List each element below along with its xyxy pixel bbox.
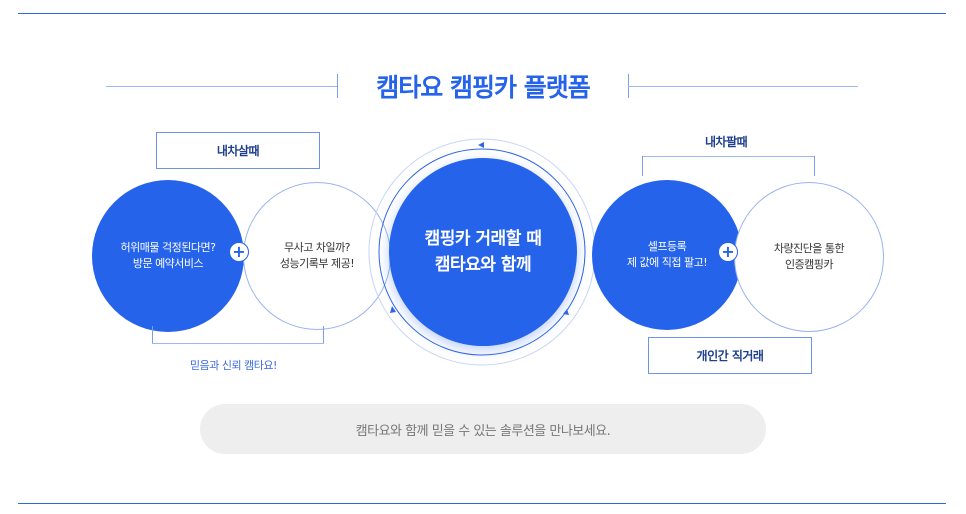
buy-label-box: 내차살때	[156, 132, 320, 169]
ring-arrow-left	[390, 306, 396, 313]
ring-arrow-top	[478, 142, 484, 148]
certified-line1: 차량진단을 통한	[773, 242, 845, 255]
bottom-divider	[18, 503, 946, 504]
center-circle: 캠핑카 거래할 때 캠타요와 함께	[389, 158, 577, 346]
self-register-line2: 제 값에 직접 팔고!	[626, 256, 708, 269]
center-line2: 캠타요와 함께	[434, 255, 532, 275]
no-accident-line1: 무사고 차일까?	[283, 241, 351, 254]
direct-trade-label: 개인간 직거래	[696, 349, 764, 363]
plus-icon-right: +	[718, 242, 738, 262]
no-accident-line2: 성능기록부 제공!	[279, 257, 355, 270]
fake-listing-circle: 허위매물 걱정된다면? 방문 예약서비스	[92, 180, 244, 332]
ring-arrow-right	[563, 309, 569, 315]
plus-icon-left: +	[229, 242, 249, 262]
trust-caption: 믿음과 신뢰 캠타요!	[190, 359, 277, 372]
title-right-line	[628, 86, 858, 87]
sell-bracket-top	[642, 156, 815, 157]
solution-banner: 캠타요와 함께 믿을 수 있는 솔루션을 만나보세요.	[200, 404, 766, 454]
page-title: 캠타요 캠핑카 플랫폼	[376, 73, 590, 102]
sell-label: 내차팔때	[705, 135, 748, 149]
fake-listing-line1: 허위매물 걱정된다면?	[120, 241, 216, 254]
buy-label: 내차살때	[216, 144, 260, 158]
certified-circle: 차량진단을 통한 인증캠핑카	[734, 182, 884, 332]
solution-banner-text: 캠타요와 함께 믿을 수 있는 솔루션을 만나보세요.	[355, 423, 611, 439]
buy-bracket-right	[323, 326, 324, 344]
no-accident-circle: 무사고 차일까? 성능기록부 제공!	[243, 182, 391, 330]
buy-bracket-left	[152, 326, 153, 344]
sell-bracket-right	[814, 156, 815, 176]
center-line1: 캠핑카 거래할 때	[424, 229, 542, 249]
sell-bracket-left	[642, 156, 643, 176]
fake-listing-line2: 방문 예약서비스	[132, 257, 204, 270]
buy-bracket-bottom	[152, 343, 324, 344]
top-divider	[18, 13, 946, 14]
certified-line2: 인증캠핑카	[784, 258, 834, 271]
title-left-tick	[337, 74, 338, 98]
self-register-line1: 셀프등록	[647, 240, 687, 253]
title-left-line	[106, 86, 338, 87]
self-register-circle: 셀프등록 제 값에 직접 팔고!	[592, 180, 742, 330]
direct-trade-box: 개인간 직거래	[648, 337, 812, 374]
